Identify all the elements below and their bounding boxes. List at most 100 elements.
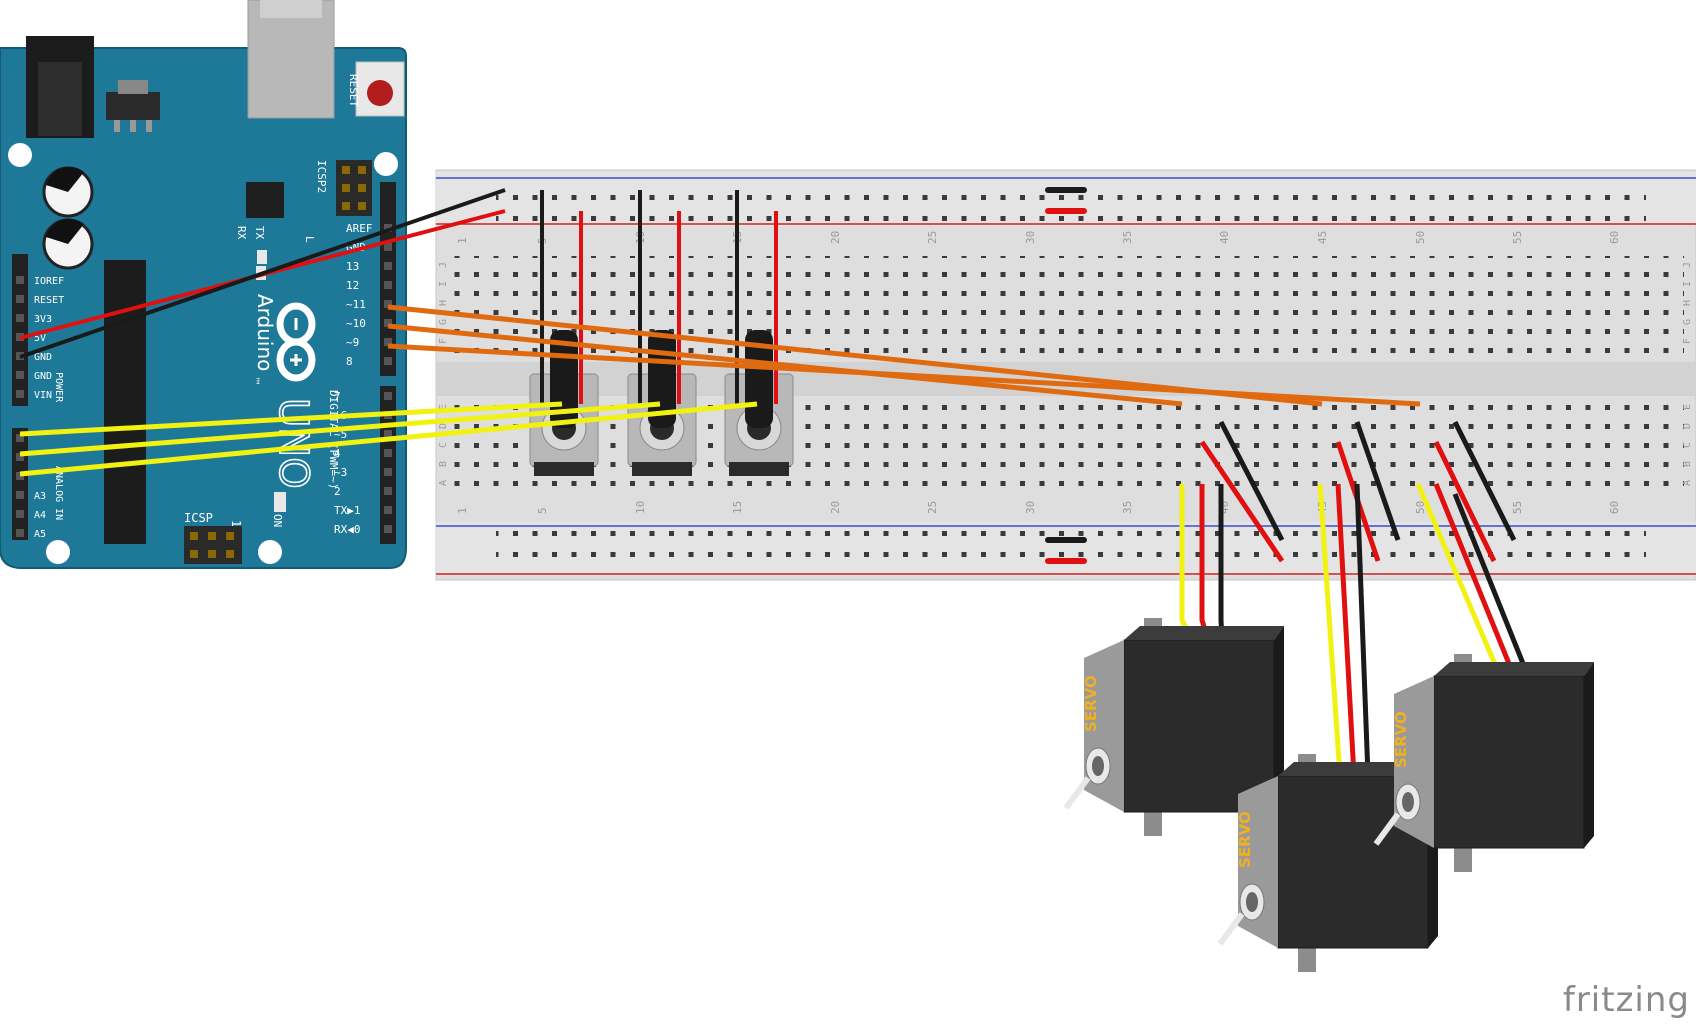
power-label: POWER [53, 372, 64, 403]
column-number-top: 25 [926, 231, 939, 244]
arduino-wordmark: Arduino [253, 294, 277, 371]
row-letter-left: J [438, 262, 449, 268]
column-number-top: 1 [456, 237, 469, 244]
digital-pin-label: ~10 [346, 317, 366, 330]
servo-top [1434, 662, 1594, 676]
usb-connector [247, 0, 335, 119]
servo-horn-arm [1217, 912, 1245, 946]
servo-side [1274, 626, 1284, 812]
servo2-power-cable [1335, 483, 1357, 777]
reset-label: RESET [347, 74, 360, 107]
digital-pin [384, 506, 392, 514]
column-number-top: 50 [1414, 231, 1427, 244]
icsp2-header [336, 160, 372, 216]
servo2-ground-cable [1354, 483, 1371, 777]
mounting-hole [8, 143, 32, 167]
row-letter-right: B [1682, 461, 1693, 467]
potentiometer-base [632, 462, 692, 476]
servo-horn-hub [1402, 792, 1414, 812]
column-number-top: 30 [1024, 231, 1037, 244]
row-letter-right: J [1682, 262, 1693, 268]
wire-a2 [19, 401, 758, 477]
servo-motor: SERVO [1063, 618, 1284, 836]
servo-horn-hub [1246, 892, 1258, 912]
column-number-bottom: 50 [1414, 501, 1427, 514]
servo-label: SERVO [1082, 675, 1100, 732]
reset-button-cap[interactable] [367, 80, 393, 106]
row-letter-left: E [438, 404, 449, 410]
digital-pin-label: 7 [334, 390, 341, 403]
digital-pin [384, 262, 392, 270]
power-pin-label: VIN [34, 390, 52, 401]
servo2-signal-cable [1317, 483, 1343, 777]
servo-top [1124, 626, 1284, 640]
icsp-header [184, 526, 242, 564]
regulator-leg [130, 120, 136, 132]
voltage-regulator [106, 92, 160, 120]
regulator-leg [146, 120, 152, 132]
atmega-chip [104, 260, 146, 544]
analog-pin-label: A4 [34, 510, 46, 521]
analog-pin-label: A5 [34, 529, 46, 540]
usb-chip [246, 182, 284, 218]
usb-connector-top [260, 0, 322, 18]
row-letter-left: D [438, 423, 449, 429]
row-letter-right: A [1682, 480, 1693, 486]
column-number-bottom: 25 [926, 501, 939, 514]
wire-a1 [19, 401, 661, 457]
servo-motor: SERVO [1217, 754, 1438, 972]
row-letter-right: D [1682, 423, 1693, 429]
power-pin [16, 276, 24, 284]
wire-pin9-signal [387, 343, 1421, 407]
digital-pin-label: 2 [334, 485, 341, 498]
row-letter-right: C [1682, 442, 1693, 448]
analog-pin [16, 510, 24, 518]
row-letter-left: A [438, 480, 449, 486]
row-letter-right: E [1682, 404, 1693, 410]
wires [19, 188, 1531, 777]
trademark-mark: ™ [249, 376, 260, 386]
servo1-ground-cable [1218, 484, 1225, 641]
analog-pin [16, 434, 24, 442]
terminal-holes-top [452, 256, 1684, 354]
power-pin [16, 295, 24, 303]
digital-pin-label: 4 [334, 447, 341, 460]
wire-pin10-signal [387, 323, 1183, 407]
analog-pin [16, 491, 24, 499]
icsp-pin1-label: 1 [229, 520, 243, 527]
arduino-uno-board: RESET ICSP2 TX RX L [0, 0, 407, 569]
power-pin-label: RESET [34, 295, 64, 306]
column-number-bottom: 35 [1121, 501, 1134, 514]
rx-label: RX [235, 226, 248, 240]
wire-a0 [19, 401, 563, 437]
digital-pin-label: 12 [346, 279, 359, 292]
tx-label: TX [253, 226, 266, 240]
power-pin-label: 5V [34, 333, 46, 344]
servo-side [1584, 662, 1594, 848]
l-label: L [303, 236, 316, 243]
digital-pin [384, 487, 392, 495]
arduino-pcb [0, 47, 407, 569]
digital-pin-label: ~3 [334, 466, 347, 479]
digital-pin [384, 281, 392, 289]
digital-pin-label: TX▶1 [334, 504, 361, 517]
power-pin [16, 314, 24, 322]
digital-pin [384, 338, 392, 346]
column-number-bottom: 5 [536, 507, 549, 514]
power-pin-label: 3V3 [34, 314, 52, 325]
on-label: ON [271, 514, 284, 527]
row-letter-left: B [438, 461, 449, 467]
digital-pin [384, 300, 392, 308]
mounting-hole [46, 540, 70, 564]
column-number-bottom: 30 [1024, 501, 1037, 514]
row-letter-left: G [438, 319, 449, 325]
servo-horn-arm [1373, 812, 1401, 846]
digital-pin-label: 8 [346, 355, 353, 368]
row-letter-right: F [1682, 338, 1693, 344]
capacitor-marking [46, 218, 84, 244]
power-pin-label: GND [34, 352, 52, 363]
digital-pin [384, 449, 392, 457]
analog-pin [16, 472, 24, 480]
